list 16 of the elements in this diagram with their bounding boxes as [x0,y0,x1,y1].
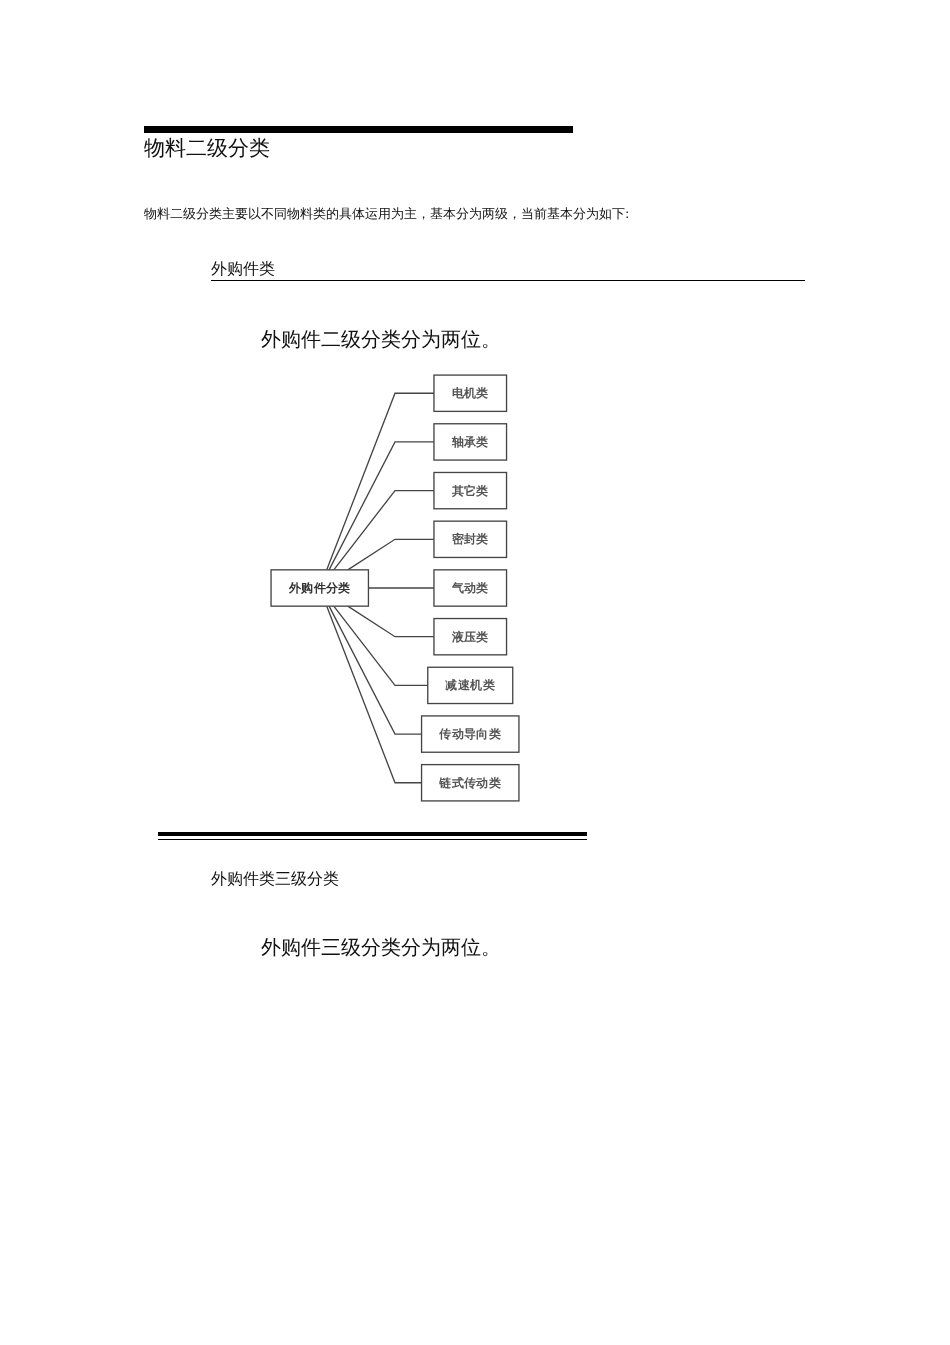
category-box: 密封类 [433,520,508,559]
category-box: 链式传动类 [420,763,520,802]
section-heading: 物料二级分类 [144,135,270,162]
category-box: 其它类 [433,471,508,510]
subsection-heading: 外购件类 [211,259,275,280]
category-box: 液压类 [433,617,508,656]
category-box: 轴承类 [433,423,508,461]
category-box: 气动类 [433,569,508,607]
category-box: 传动导向类 [420,715,520,753]
statement-text: 外购件三级分类分为两位。 [261,934,501,961]
root-category-box: 外购件分类 [270,569,370,607]
statement-text: 外购件二级分类分为两位。 [261,326,501,353]
intro-paragraph: 物料二级分类主要以不同物料类的具体运用为主，基本分为两级，当前基本分为如下: [144,205,630,223]
category-box: 减速机类 [427,666,514,705]
category-box: 电机类 [433,374,508,413]
subsection-heading: 外购件类三级分类 [211,869,339,890]
